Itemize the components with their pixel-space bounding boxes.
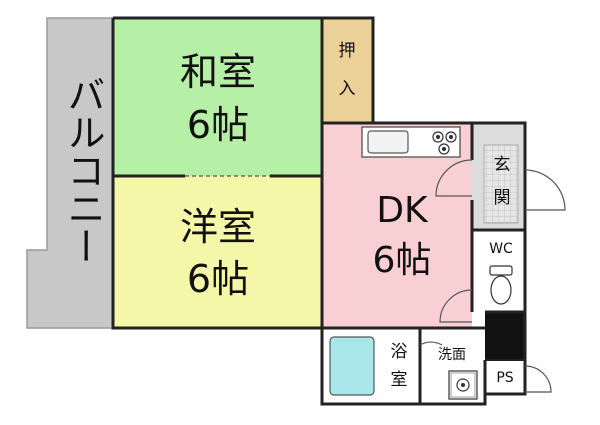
oshiire-char-1: 押 (339, 41, 356, 61)
yokushitsu-char-1: 浴 (391, 342, 408, 362)
youshitsu-size: 6帖 (187, 257, 249, 301)
walls (111, 16, 527, 406)
oshiire-char-2: 入 (339, 79, 356, 99)
washitsu-size: 6帖 (187, 103, 249, 147)
balcony-label: バルコニー (61, 75, 105, 265)
oshiire-closet (322, 18, 373, 123)
youshitsu-name: 洋室 (180, 205, 256, 249)
ps-label: PS (496, 370, 513, 386)
genkan-char-1: 玄 (494, 155, 511, 175)
genkan-char-2: 関 (494, 188, 511, 208)
youshitsu-room (113, 176, 322, 328)
door-swings (419, 159, 566, 393)
yokushitsu-char-2: 室 (391, 370, 408, 390)
ps-shaft (485, 312, 525, 360)
dk-name: DK (376, 190, 429, 231)
toilet-icon (489, 265, 513, 305)
sink-icon (367, 130, 409, 154)
washitsu-name: 和室 (180, 50, 256, 94)
stove-icon (432, 131, 457, 155)
washitsu-room (113, 18, 322, 176)
senmen-label: 洗面 (438, 347, 466, 363)
washer-icon (448, 370, 478, 400)
bathtub-icon (329, 336, 375, 396)
wc-label: WC (489, 241, 513, 257)
dk-size: 6帖 (373, 240, 432, 281)
kitchen-counter (361, 126, 461, 158)
